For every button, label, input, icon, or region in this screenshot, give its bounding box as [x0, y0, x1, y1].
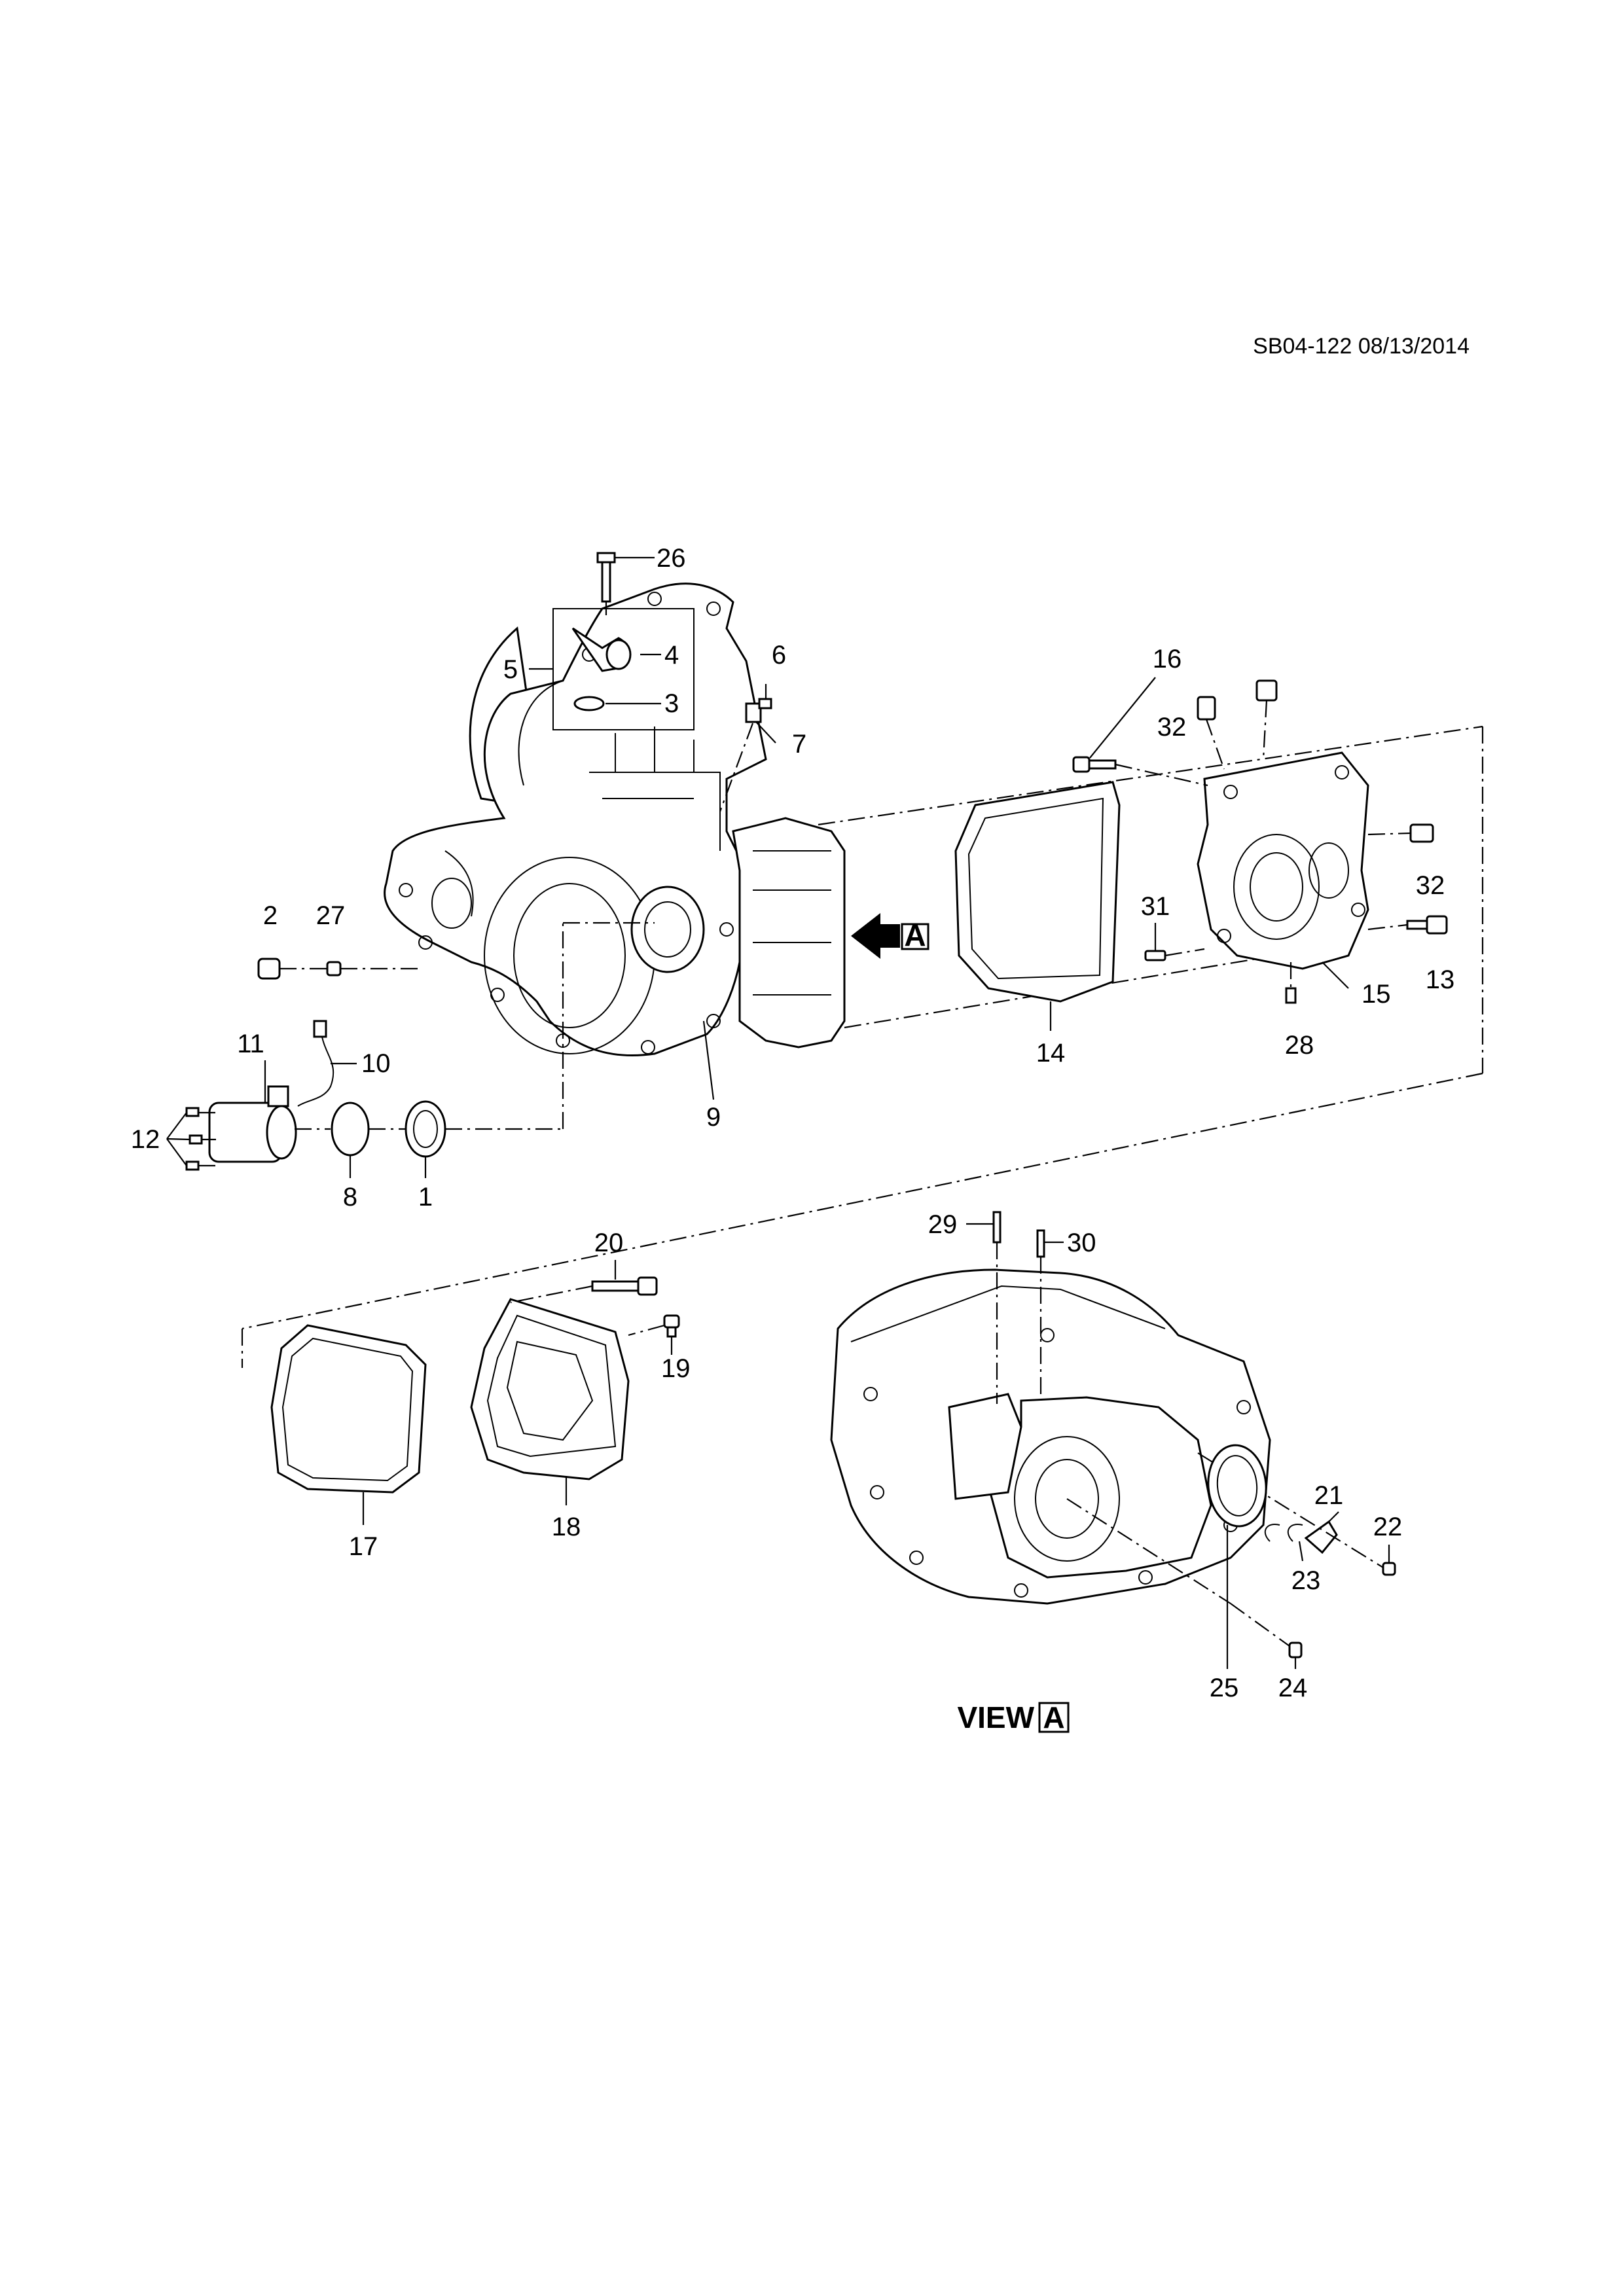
part-21-bracket: [1304, 1520, 1338, 1554]
part-27-pin: [326, 961, 342, 977]
callout-9: 9: [706, 1103, 721, 1132]
part-30-pin: [1036, 1229, 1045, 1258]
callout-4: 4: [664, 641, 679, 670]
callout-5: 5: [503, 655, 518, 684]
part-29-pin: [992, 1211, 1001, 1244]
part-11-slave-cylinder: [208, 1085, 297, 1163]
part-14-gasket: [954, 781, 1121, 1003]
view-label-letter: A: [1043, 1700, 1064, 1734]
view-a-housing: [830, 1268, 1271, 1605]
callout-18: 18: [552, 1513, 581, 1541]
callout-21: 21: [1314, 1481, 1344, 1510]
part-32-plug-c: [1409, 823, 1434, 843]
callout-11: 11: [237, 1030, 264, 1058]
callout-3: 3: [664, 689, 679, 718]
callout-29: 29: [928, 1210, 958, 1239]
part-16-bolt: [1072, 756, 1117, 773]
part-8-seal: [331, 1102, 370, 1157]
callout-6: 6: [772, 641, 786, 670]
part-28-pin: [1285, 987, 1297, 1004]
callout-17: 17: [349, 1532, 378, 1561]
part-31-pin: [1144, 950, 1166, 961]
part-18-cover: [470, 1298, 630, 1480]
part-24-plug: [1288, 1641, 1303, 1659]
callout-16: 16: [1153, 645, 1182, 673]
callout-24: 24: [1278, 1674, 1308, 1702]
callout-22: 22: [1373, 1513, 1403, 1541]
clutch-housing-drawing: [384, 583, 846, 1056]
part-32-plug-a: [1197, 696, 1216, 721]
callout-19: 19: [661, 1354, 691, 1383]
part-10-bleeder-line: [297, 1020, 334, 1107]
part-15-rear-cover: [1197, 751, 1369, 970]
callout-31: 31: [1141, 892, 1170, 921]
callout-2: 2: [263, 901, 278, 930]
view-label-text: VIEW: [957, 1700, 1034, 1734]
callout-1: 1: [418, 1183, 433, 1211]
callout-25: 25: [1210, 1674, 1239, 1702]
part-3-oring: [573, 696, 605, 711]
part-20-bolt: [591, 1276, 658, 1296]
callout-20: 20: [594, 1229, 624, 1257]
callout-32b: 32: [1416, 871, 1445, 900]
callout-30: 30: [1067, 1229, 1096, 1257]
part-13-bolt: [1406, 915, 1448, 935]
view-a-arrow: A: [851, 913, 929, 959]
part-2-plug: [257, 958, 281, 980]
part-19-bolt: [663, 1314, 680, 1338]
callout-13: 13: [1426, 965, 1455, 994]
part-1-seal: [405, 1100, 446, 1158]
part-32-plug-b: [1255, 679, 1278, 702]
callout-7: 7: [792, 730, 806, 759]
part-22-bolt: [1382, 1562, 1396, 1576]
callout-26: 26: [657, 544, 686, 573]
callout-12: 12: [131, 1125, 160, 1154]
callout-15: 15: [1362, 980, 1391, 1009]
callout-27: 27: [316, 901, 346, 930]
part-26-bolt: [596, 552, 616, 603]
part-4-drawing: [571, 627, 632, 672]
callout-10: 10: [361, 1049, 391, 1078]
part-23-clips: [1264, 1524, 1303, 1542]
callout-8: 8: [343, 1183, 357, 1211]
callout-28: 28: [1285, 1031, 1314, 1060]
view-a-label: VIEW A: [957, 1700, 1070, 1734]
part-25-seal: [1207, 1444, 1267, 1528]
callout-32a: 32: [1157, 713, 1187, 742]
part-17-gasket: [270, 1324, 427, 1494]
part-6-7-sensor: [745, 698, 772, 723]
reference-stamp: SB04-122 08/13/2014: [1253, 334, 1470, 359]
callout-23: 23: [1291, 1566, 1321, 1595]
callout-14: 14: [1036, 1039, 1066, 1067]
arrow-a-letter: A: [904, 918, 926, 952]
